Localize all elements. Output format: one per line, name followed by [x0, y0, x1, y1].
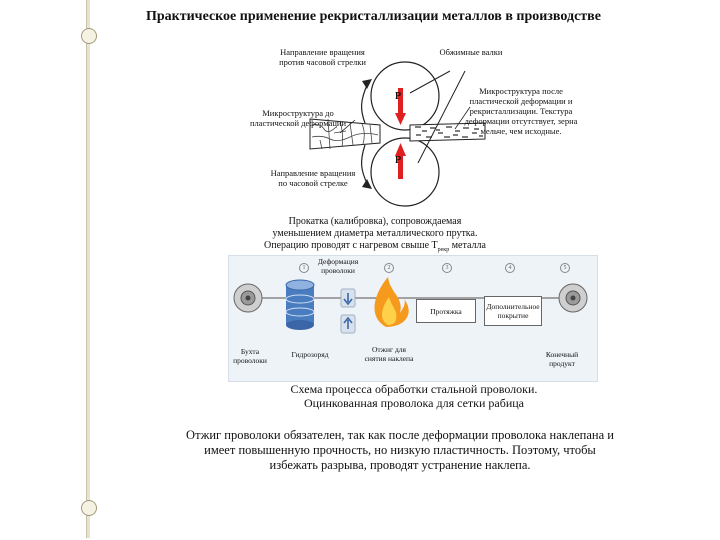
upper-roll	[370, 61, 440, 131]
rolling-caption-line2: уменьшением диаметра металлического прут…	[272, 228, 478, 239]
drawing-box: Протяжка	[416, 299, 476, 323]
scheme-caption-line1: Схема процесса обработки стальной провол…	[290, 382, 538, 396]
left-decorative-bar	[86, 0, 90, 538]
force-label-bottom: P	[395, 155, 402, 166]
down-arrow-icon	[340, 288, 356, 308]
scheme-caption: Схема процесса обработки стальной провол…	[238, 382, 590, 410]
explanation-paragraph: Отжиг проволоки обязателен, так как посл…	[140, 428, 660, 473]
deformation-label: Деформация проволоки	[317, 257, 359, 275]
explanation-line1: Отжиг проволоки обязателен, так как посл…	[186, 428, 614, 442]
coil-label: Бухта проволоки	[233, 347, 267, 365]
force-arrow-bottom-shaft	[398, 153, 403, 179]
rolls-label: Обжимные валки	[439, 47, 503, 57]
coil-end-icon	[558, 283, 588, 313]
rolling-diagram	[309, 61, 486, 207]
rolls-pointer-1	[409, 70, 451, 94]
cw-rotation-arrow	[361, 144, 369, 186]
force-arrow-bottom-head	[395, 143, 406, 156]
step-number-5: 5	[560, 263, 570, 273]
micro-before-pointer	[339, 119, 356, 134]
up-arrow-icon	[340, 314, 356, 334]
slide-frame	[86, 0, 720, 538]
hydro-label: Гидрозоряд	[291, 350, 329, 359]
force-arrow-top-shaft	[398, 88, 403, 116]
step-number-1: 1	[299, 263, 309, 273]
frame-ornament-top	[81, 28, 97, 44]
lower-roll	[370, 137, 440, 207]
explanation-line2: имеет повышенную прочность, но низкую пл…	[204, 443, 596, 457]
micro-after-label: Микроструктура после пластической деформ…	[464, 86, 578, 136]
coil-start-icon	[233, 283, 263, 313]
rolling-caption-line3-suffix: металла	[449, 240, 486, 251]
step-number-3: 3	[442, 263, 452, 273]
rolling-caption-line3: Операцию проводят с нагревом свыше Tрекр…	[230, 240, 520, 256]
wire-process-graphics	[233, 277, 588, 334]
frame-ornament-bottom	[81, 500, 97, 516]
rolling-caption-subscript: рекр	[437, 247, 450, 253]
force-arrow-top-head	[395, 113, 406, 125]
final-product-label: Конечный продукт	[545, 350, 579, 368]
rotation-cw-label: Направление вращения по часовой стрелке	[270, 168, 356, 188]
bar-fine-grains	[409, 122, 486, 142]
rolling-caption-line3-prefix: Операцию проводят с нагревом свыше T	[264, 240, 438, 251]
rotation-ccw-label: Направление вращения против часовой стре…	[279, 47, 366, 67]
step-number-4: 4	[505, 263, 515, 273]
flame-icon	[374, 277, 409, 327]
scheme-caption-line2: Оцинкованная проволока для сетки рабица	[304, 396, 524, 410]
rolling-caption: Прокатка (калибровка), сопровождаемая ум…	[230, 216, 520, 256]
step-number-2: 2	[384, 263, 394, 273]
ccw-rotation-arrow	[361, 82, 369, 124]
micro-after-pointer	[454, 106, 471, 130]
anneal-label: Отжиг для снятия наклепа	[364, 345, 414, 363]
database-icon	[285, 279, 315, 330]
micro-before-label: Микроструктура до пластической деформаци…	[249, 108, 347, 128]
slide-title: Практическое применение рекристаллизации…	[146, 9, 601, 24]
rolls-pointer-2	[417, 70, 466, 164]
coating-box: Дополнительное покрытие	[484, 296, 542, 326]
rolling-caption-line1: Прокатка (калибровка), сопровождаемая	[288, 216, 462, 227]
bar-coarse-grains	[309, 118, 381, 150]
explanation-line3: избежать разрыва, проводят устранение на…	[269, 458, 531, 472]
force-label-top: P	[395, 91, 402, 102]
